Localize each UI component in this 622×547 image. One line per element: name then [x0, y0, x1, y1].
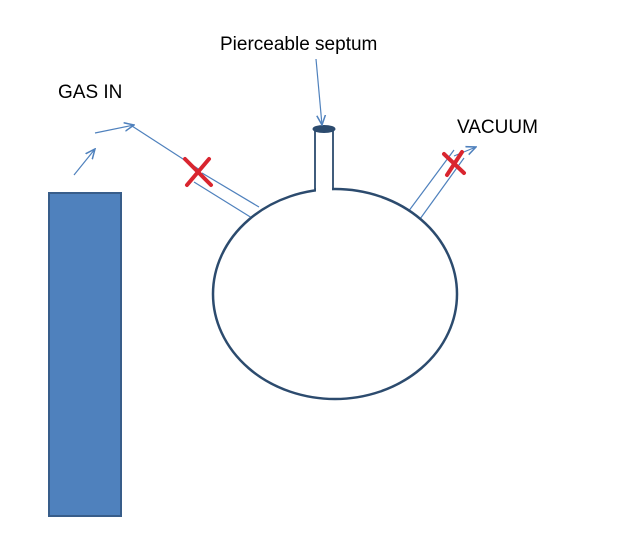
vacuum-label: VACUUM — [457, 117, 538, 138]
septum-cap — [312, 125, 336, 133]
round-bottom-flask — [211, 187, 459, 401]
vacuum-closed-valve-icon — [442, 150, 466, 177]
gas-inlet-tube-upper — [201, 172, 260, 208]
gas-inlet-tube-lower — [193, 181, 253, 219]
pierceable-septum-label: Pierceable septum — [220, 34, 378, 55]
vacuum-tube-left — [407, 149, 455, 213]
flask-neck-junction — [316, 186, 332, 192]
inlet-closed-valve-icon — [183, 157, 213, 187]
gas-cylinder — [48, 192, 122, 517]
septum-pointer-arrow — [315, 58, 322, 125]
gas-flow-arrow-large — [94, 125, 134, 134]
septum-neck — [314, 128, 334, 190]
gas-in-label: GAS IN — [58, 82, 123, 103]
vacuum-arrow — [453, 147, 476, 157]
gas-flow-arrow-small — [73, 149, 95, 176]
